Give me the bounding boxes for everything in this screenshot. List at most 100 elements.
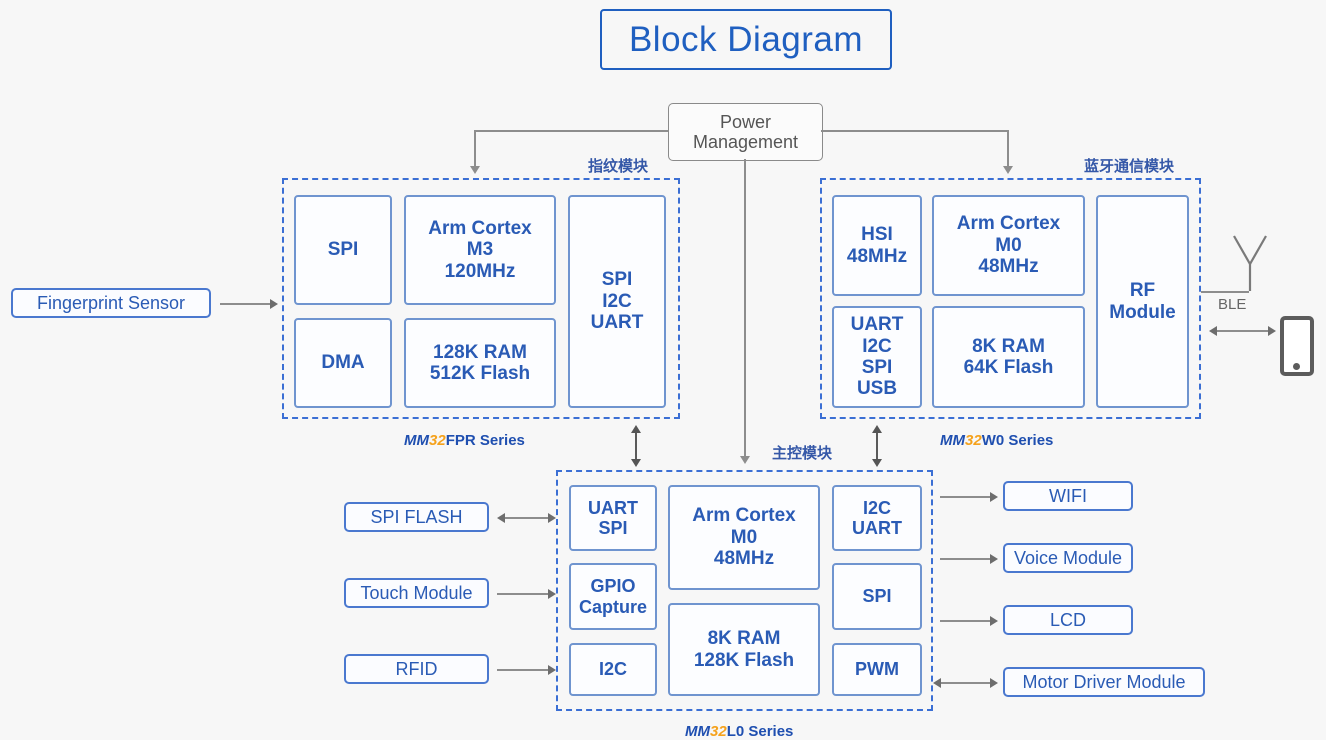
main-series-number: 32 xyxy=(710,723,727,740)
power-line-1: Power xyxy=(719,111,771,132)
main-series-label: MM32L0 Series xyxy=(685,723,793,740)
motor-driver-block: Motor Driver Module xyxy=(1003,667,1205,697)
fpr-core-line-1: Arm Cortex xyxy=(428,217,532,239)
fpr-series-suffix: FPR Series xyxy=(445,432,525,449)
main-left2-line-2: Capture xyxy=(578,596,647,617)
bt-to-main-arrow-up xyxy=(872,425,882,433)
bluetooth-module-caption: 蓝牙通信模块 xyxy=(1084,158,1175,175)
bt-to-main-line xyxy=(876,428,878,463)
motor-driver-arrow-left xyxy=(933,678,941,688)
bt-hsi-line-2: 48MHz xyxy=(846,245,908,267)
fingerprint-sensor-block: Fingerprint Sensor xyxy=(11,288,211,318)
main-left1-line-2: SPI xyxy=(598,518,628,538)
spi-flash-connector xyxy=(504,517,550,519)
fpr-to-main-arrow-down xyxy=(631,459,641,467)
main-core-block: Arm Cortex M0 48MHz xyxy=(668,485,820,590)
fpr-spi-label: SPI xyxy=(327,239,359,261)
bt-io-line-3: SPI xyxy=(861,357,893,378)
fpr-io-line-1: SPI xyxy=(601,269,633,291)
fingerprint-sensor-arrow xyxy=(270,299,278,309)
bt-core-line-3: 48MHz xyxy=(978,256,1039,278)
main-spi-block: SPI xyxy=(832,563,922,630)
voice-module-label: Voice Module xyxy=(1013,547,1123,568)
bt-series-prefix: MM xyxy=(940,432,965,449)
ble-connector xyxy=(1215,330,1271,332)
main-pwm-block: PWM xyxy=(832,643,922,696)
main-module-container xyxy=(556,470,933,711)
touch-module-connector xyxy=(497,593,550,595)
voice-module-arrow xyxy=(990,554,998,564)
fpr-dma-block: DMA xyxy=(294,318,392,408)
fpr-to-main-line xyxy=(635,428,637,463)
smartphone-icon xyxy=(1280,316,1314,376)
ble-arrow-right xyxy=(1268,326,1276,336)
main-mem-line-1: 8K RAM xyxy=(707,628,781,650)
power-connector-left-v xyxy=(474,130,476,168)
touch-module-label: Touch Module xyxy=(360,582,473,603)
bt-core-line-2: M0 xyxy=(995,234,1022,256)
spi-flash-arrow-right xyxy=(548,513,556,523)
fpr-core-line-2: M3 xyxy=(466,239,494,261)
lcd-connector xyxy=(940,620,992,622)
fpr-memory-block: 128K RAM 512K Flash xyxy=(404,318,556,408)
bt-core-block: Arm Cortex M0 48MHz xyxy=(932,195,1085,296)
fpr-core-line-3: 120MHz xyxy=(444,260,516,282)
bt-io-block: UART I2C SPI USB xyxy=(832,306,922,408)
touch-module-block: Touch Module xyxy=(344,578,489,608)
fpr-core-block: Arm Cortex M3 120MHz xyxy=(404,195,556,305)
bt-hsi-line-1: HSI xyxy=(861,224,893,246)
smartphone-home-button-icon xyxy=(1293,363,1300,370)
main-mem-line-2: 128K Flash xyxy=(693,649,795,671)
fingerprint-module-container xyxy=(282,178,680,419)
power-management-block: Power Management xyxy=(668,103,823,161)
fingerprint-sensor-label: Fingerprint Sensor xyxy=(36,292,186,313)
bt-core-line-1: Arm Cortex xyxy=(956,213,1061,235)
fpr-series-number: 32 xyxy=(429,432,446,449)
main-i2c-block: I2C xyxy=(569,643,657,696)
fpr-io-line-2: I2C xyxy=(602,290,632,312)
bt-io-line-1: UART xyxy=(850,314,904,336)
spi-flash-block: SPI FLASH xyxy=(344,502,489,532)
motor-driver-label: Motor Driver Module xyxy=(1022,671,1186,692)
bt-memory-block: 8K RAM 64K Flash xyxy=(932,306,1085,408)
bluetooth-module-container xyxy=(820,178,1201,419)
fpr-spi-block: SPI xyxy=(294,195,392,305)
power-connector-right-h xyxy=(821,130,1008,132)
main-series-suffix: L0 Series xyxy=(726,723,794,740)
spi-flash-label: SPI FLASH xyxy=(370,506,463,527)
fpr-io-line-3: UART xyxy=(590,312,644,334)
power-arrow-center xyxy=(740,456,750,464)
power-arrow-right xyxy=(1003,166,1013,174)
wifi-label: WIFI xyxy=(1049,485,1087,506)
main-gpio-capture-block: GPIO Capture xyxy=(569,563,657,630)
main-memory-block: 8K RAM 128K Flash xyxy=(668,603,820,696)
lcd-label: LCD xyxy=(1049,609,1086,630)
spi-flash-arrow-left xyxy=(497,513,505,523)
fingerprint-sensor-connector xyxy=(220,303,272,305)
antenna-connector xyxy=(1201,291,1249,293)
antenna-icon xyxy=(1233,235,1267,291)
main-i2c-uart-block: I2C UART xyxy=(832,485,922,551)
rfid-block: RFID xyxy=(344,654,489,684)
wifi-arrow xyxy=(990,492,998,502)
main-core-line-3: 48MHz xyxy=(713,548,775,570)
main-core-line-1: Arm Cortex xyxy=(692,505,796,527)
voice-module-connector xyxy=(940,558,992,560)
bt-io-line-2: I2C xyxy=(862,335,892,357)
motor-driver-arrow-right xyxy=(990,678,998,688)
bt-to-main-arrow-down xyxy=(872,459,882,467)
fpr-mem-line-1: 128K RAM xyxy=(433,341,527,363)
main-left1-line-1: UART xyxy=(588,497,638,518)
rfid-connector xyxy=(497,669,550,671)
lcd-arrow xyxy=(990,616,998,626)
fpr-to-main-arrow-up xyxy=(631,425,641,433)
power-connector-right-v xyxy=(1007,130,1009,168)
touch-module-arrow xyxy=(548,589,556,599)
main-series-prefix: MM xyxy=(685,723,710,740)
fpr-dma-label: DMA xyxy=(321,352,365,374)
main-left2-line-1: GPIO xyxy=(590,576,636,597)
main-core-line-2: M0 xyxy=(730,526,758,548)
power-connector-left-h xyxy=(474,130,668,132)
main-right1-line-2: UART xyxy=(852,518,902,538)
